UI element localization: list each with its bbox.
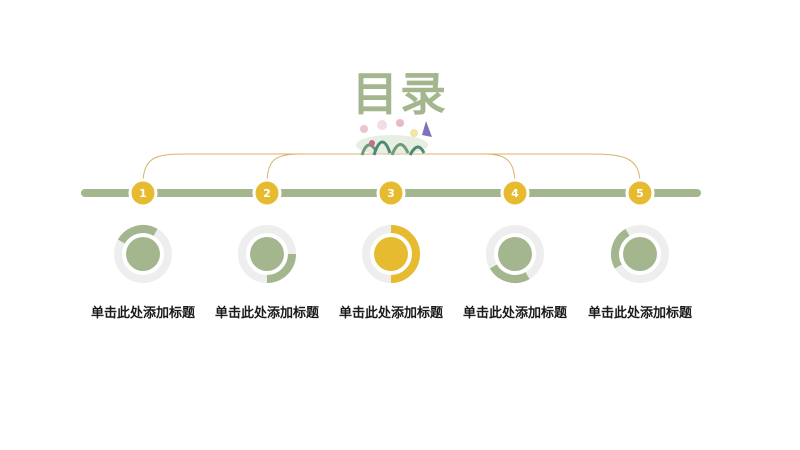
timeline-number-4: 4 [511,187,519,200]
progress-ring-center-4 [498,237,532,271]
timeline-number-1: 1 [139,187,147,200]
progress-ring-center-3 [374,237,408,271]
item-label-5[interactable]: 单击此处添加标题 [587,306,692,321]
progress-ring-arc-5 [611,228,630,269]
item-label-3[interactable]: 单击此处添加标题 [338,306,443,321]
timeline-number-3: 3 [387,187,395,200]
timeline-number-2: 2 [263,187,271,200]
item-label-2[interactable]: 单击此处添加标题 [214,306,319,321]
timeline-marker-4 [500,178,530,208]
item-label-4[interactable]: 单击此处添加标题 [462,306,567,321]
timeline-marker-1 [128,178,158,208]
progress-ring-arc-2 [266,253,296,283]
progress-ring-arc-4 [489,264,530,283]
timeline-marker-5 [625,178,655,208]
timeline-marker-2 [252,178,282,208]
timeline-marker-3 [376,178,406,208]
progress-ring-center-2 [250,237,284,271]
flower-decoration-image [356,119,432,156]
timeline-number-5: 5 [636,187,644,200]
item-label-1[interactable]: 单击此处添加标题 [90,306,195,321]
progress-ring-center-5 [623,237,657,271]
progress-ring-arc-3 [390,225,420,283]
slide-title: 目录 [352,67,448,121]
progress-ring-arc-1 [117,225,158,244]
progress-ring-center-1 [126,237,160,271]
